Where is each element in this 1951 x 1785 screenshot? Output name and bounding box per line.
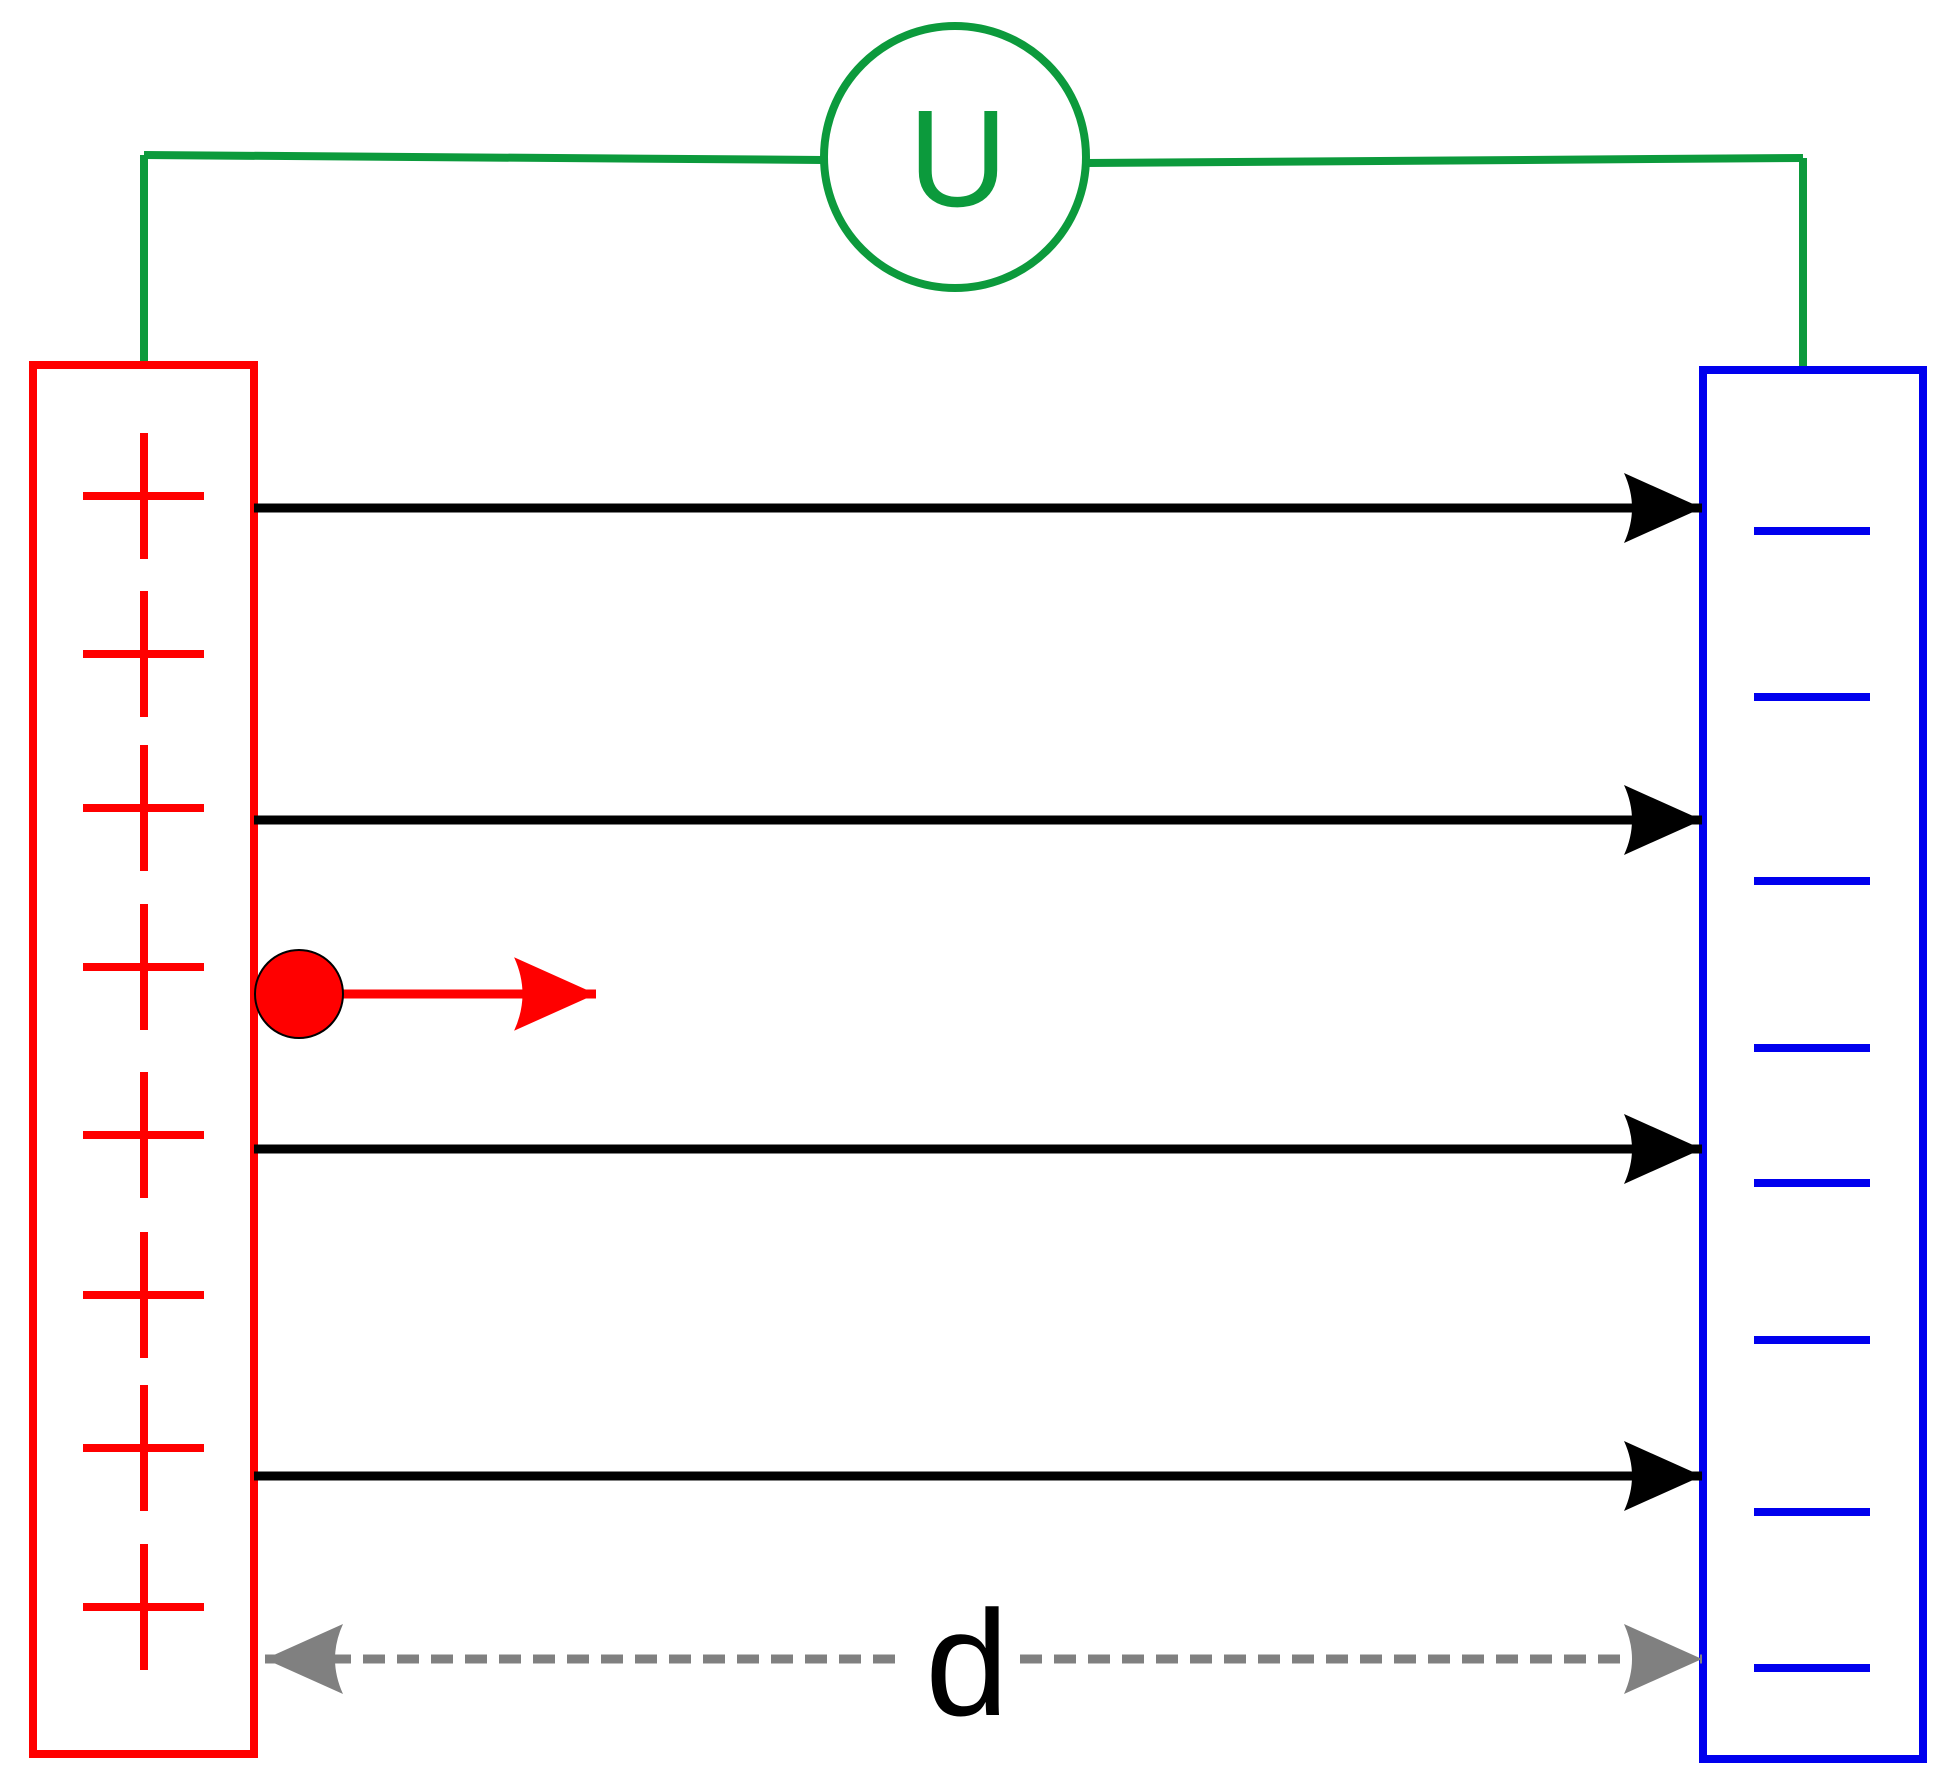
positive-charge-signs <box>83 433 204 1670</box>
voltage-label: U <box>908 82 1008 236</box>
voltage-source-circle <box>820 22 1090 292</box>
electric-field-lines <box>254 473 1702 1511</box>
negative-plate <box>1699 366 1927 1763</box>
plus-sign <box>83 1544 204 1670</box>
plus-sign <box>83 591 204 717</box>
plus-sign <box>83 1072 204 1198</box>
test-charge <box>254 949 344 1039</box>
right-wire-horizontal <box>1086 154 1804 167</box>
distance-label: d <box>925 1579 1008 1747</box>
positive-plate <box>29 361 258 1758</box>
voltage-source: U <box>820 22 1090 292</box>
plus-sign <box>83 1385 204 1511</box>
left-wire-horizontal <box>143 151 824 164</box>
negative-plate-outline <box>1699 366 1927 1763</box>
distance-marker: d <box>265 1579 1702 1747</box>
test-charge-group <box>254 949 596 1039</box>
negative-charge-signs <box>1754 527 1870 1672</box>
plus-sign <box>83 904 204 1030</box>
plus-sign <box>83 1232 204 1358</box>
circuit-wiring <box>140 151 1807 368</box>
positive-plate-outline <box>29 361 258 1758</box>
plus-sign <box>83 433 204 559</box>
plus-sign <box>83 745 204 871</box>
